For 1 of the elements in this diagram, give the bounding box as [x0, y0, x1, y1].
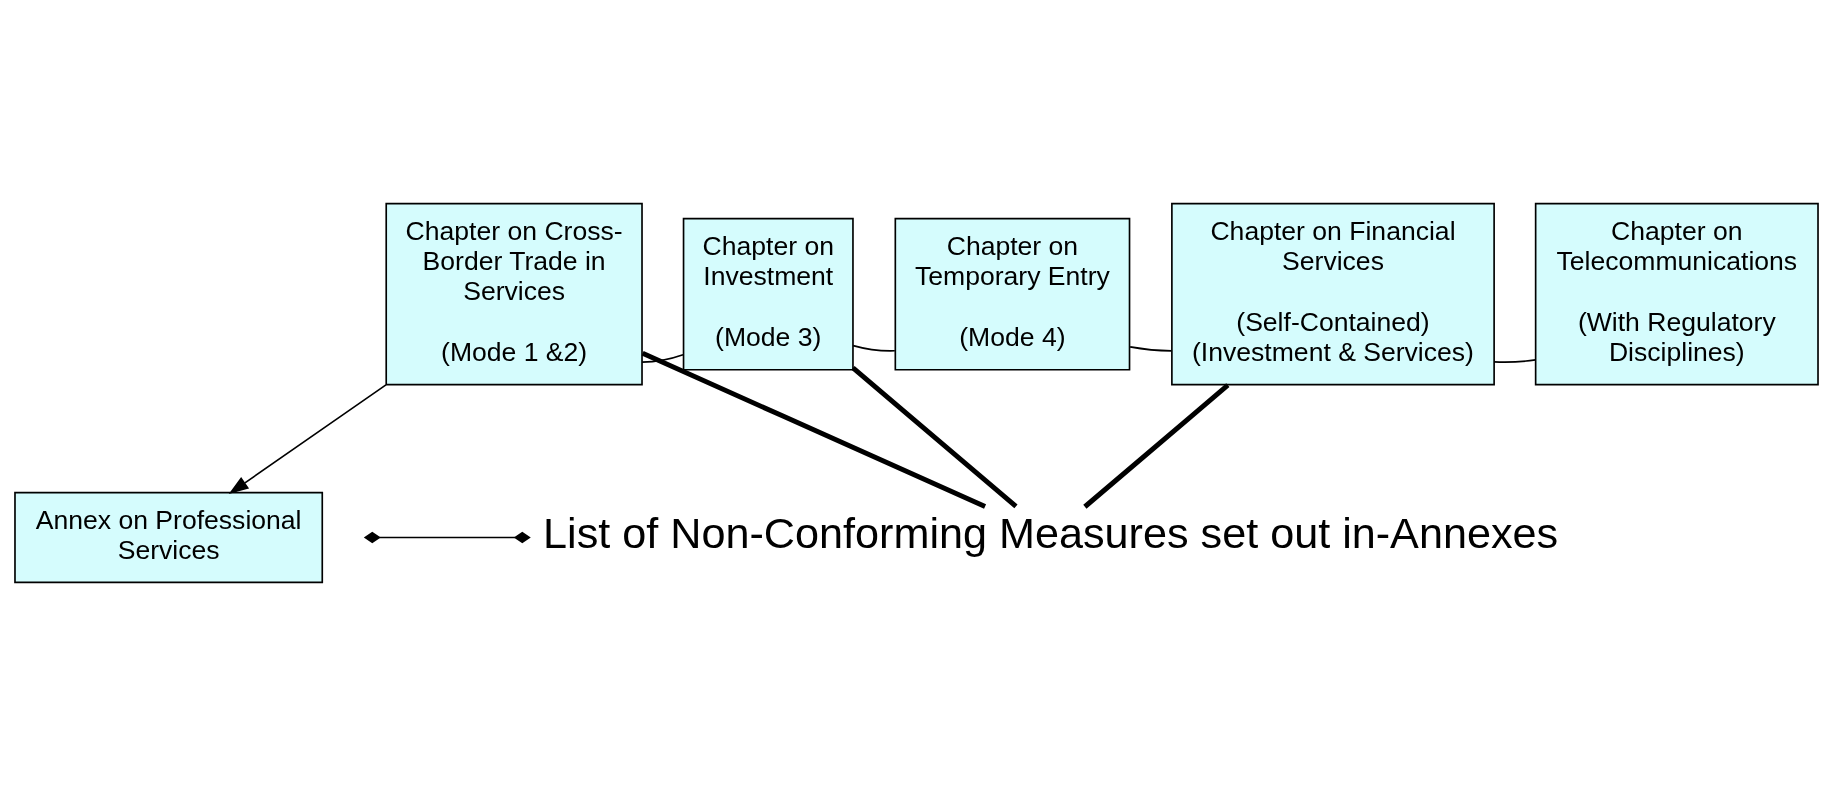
node-text: List of Non-Conforming Measures set out in-Annexes — [543, 508, 1559, 557]
